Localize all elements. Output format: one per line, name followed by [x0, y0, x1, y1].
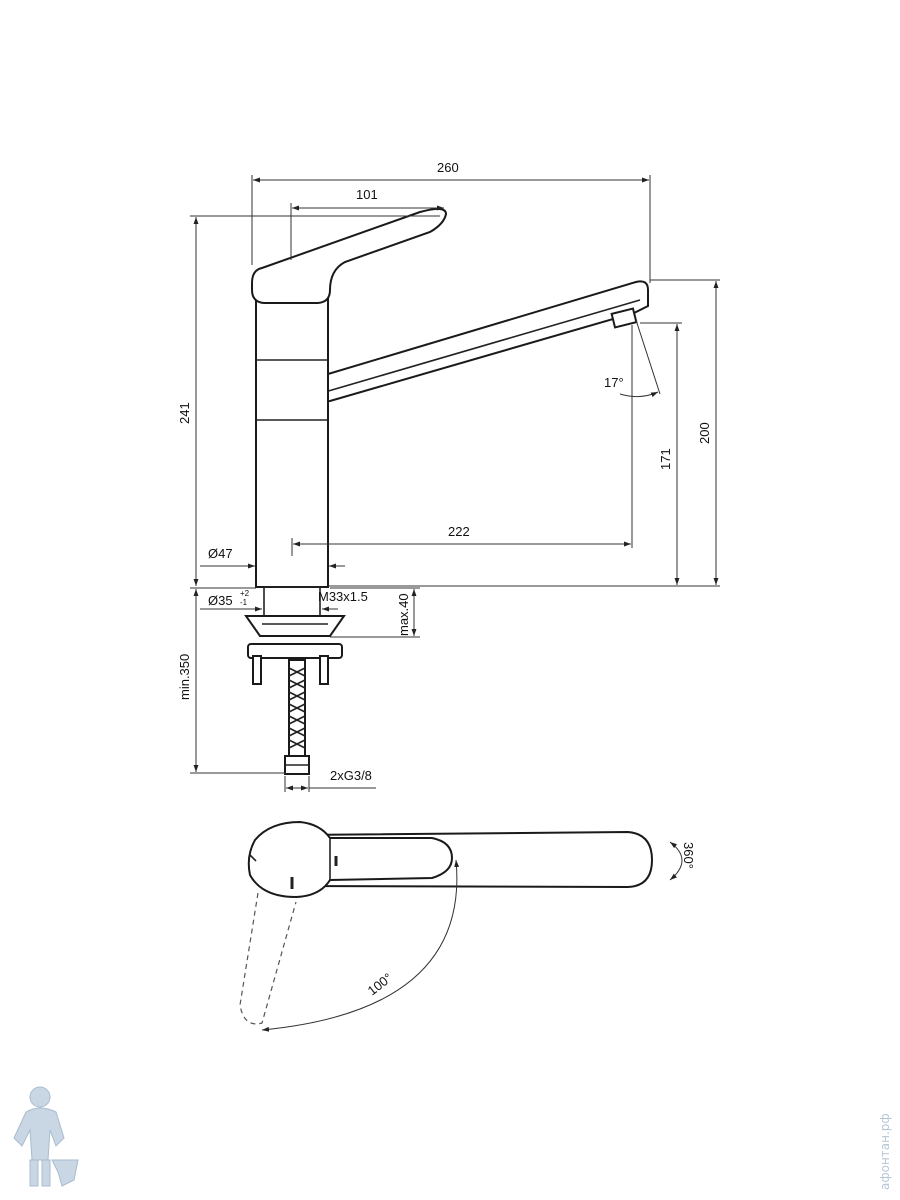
flex-hose — [288, 659, 306, 757]
top-view: 360° 100° — [239, 820, 696, 1032]
dim-hole-tol-plus: +2 — [240, 589, 250, 598]
lever-handle — [251, 208, 448, 304]
fixing-washer — [244, 615, 346, 637]
dim-body-height: 241 — [177, 402, 192, 424]
dim-thread: M33x1.5 — [318, 589, 368, 604]
dim-hole-tol-minus: -1 — [240, 598, 248, 607]
fixing-plate — [247, 643, 343, 659]
threaded-shank — [263, 586, 321, 618]
dim-lever-reach: 101 — [356, 187, 378, 202]
dim-overall-width: 260 — [437, 160, 459, 175]
aerator — [610, 307, 638, 329]
watermark-text: афонтан.рф — [878, 1113, 892, 1190]
spout — [317, 280, 649, 403]
fixing-stud-right — [319, 655, 329, 685]
lever-rotated-position — [239, 892, 297, 1025]
dim-spout-height-total: 200 — [697, 422, 712, 444]
fixing-stud-left — [252, 655, 262, 685]
dim-connections: 2xG3/8 — [330, 768, 372, 783]
dim-swivel: 360° — [681, 842, 696, 869]
dim-spout-reach: 222 — [448, 524, 470, 539]
dim-hose-length: min.350 — [177, 654, 192, 700]
dim-spout-angle: 17° — [604, 375, 624, 390]
plumber-mascot-icon — [13, 1086, 79, 1187]
side-view: 260 101 241 17° 222 200 171 Ø47 Ø35 +2 -… — [177, 160, 720, 792]
dim-spout-outlet-height: 171 — [658, 448, 673, 470]
dim-max-deck: max.40 — [396, 593, 411, 636]
dim-hole-diameter: Ø35 — [208, 593, 233, 608]
dim-body-diameter: Ø47 — [208, 546, 233, 561]
